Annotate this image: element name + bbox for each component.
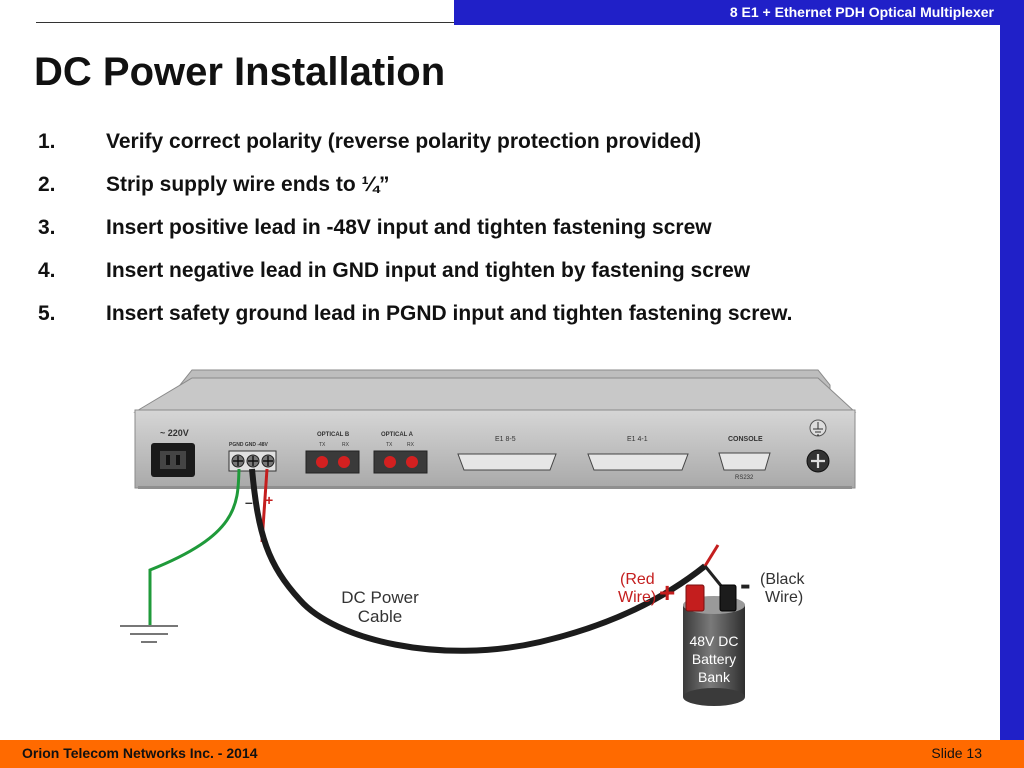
dc-wiring-diagram: ~ 220V PGND GND -48V OPTICAL B TX RX OPT… [120,369,857,706]
optical-a-label: OPTICAL A [381,432,414,438]
slide-title: DC Power Installation [34,50,446,94]
power-input-label: ~ 220V [160,428,189,438]
black-wire-label-line2: Wire) [765,589,803,606]
battery-minus-mark: - [740,566,751,602]
cable-label-line2: Cable [358,607,402,626]
step-number: 5. [38,302,56,325]
red-wire-label-line1: (Red [620,571,655,588]
console-connector [718,452,771,471]
earth-ground-icon [120,625,178,643]
ground-screw-icon [806,449,830,473]
optical-a-rx-label: RX [407,442,415,448]
plus-mark: + [265,492,273,508]
e1-8-5-label: E1 8-5 [495,436,516,443]
optical-a-ports [373,450,428,474]
black-wire-end [703,565,724,588]
step-number: 4. [38,259,56,282]
step-text: Insert negative lead in GND input and ti… [106,259,751,282]
step-number: 3. [38,216,56,239]
console-label: CONSOLE [728,436,763,443]
header-rule [36,22,454,23]
dc-power-cable [249,468,707,654]
red-wire-end [703,544,720,567]
battery-plus-mark: + [659,577,675,608]
battery-label-line3: Bank [698,669,731,685]
battery-label-line1: 48V DC [689,633,738,649]
footer-bar: Orion Telecom Networks Inc. - 2014 Slide… [0,740,1024,768]
optical-a-tx-label: TX [386,442,393,448]
ground-symbol-icon [809,419,827,437]
red-wire-label-line2: Wire) [618,589,656,606]
battery-bank [683,584,745,706]
optical-b-rx-label: RX [342,442,350,448]
battery-label-line2: Battery [692,651,736,667]
e1-4-1-label: E1 4-1 [627,436,648,443]
power-socket-icon [151,443,195,477]
device-chassis [133,369,857,489]
optical-b-tx-label: TX [319,442,326,448]
e1-8-5-connector [457,453,557,471]
terminal-label: PGND GND -48V [229,442,269,448]
minus-mark: – [245,494,253,510]
terminal-block [228,450,277,472]
optical-b-ports [305,450,360,474]
step-text: Insert safety ground lead in PGND input … [106,302,793,325]
ground-wire [148,468,241,625]
rs232-label: RS232 [735,475,754,481]
e1-4-1-connector [587,453,689,471]
step-number: 2. [38,173,56,196]
right-accent-bar [1000,0,1024,740]
header-title: 8 E1 + Ethernet PDH Optical Multiplexer [729,4,994,20]
optical-b-label: OPTICAL B [317,432,350,438]
step-text: Insert positive lead in -48V input and t… [106,216,712,239]
step-number: 1. [38,130,56,153]
cable-label-line1: DC Power [341,588,419,607]
slide-number: Slide 13 [931,745,982,761]
header-band: 8 E1 + Ethernet PDH Optical Multiplexer [454,0,1000,25]
step-text: Strip supply wire ends to ¼” [106,173,390,196]
black-wire-label-line1: (Black [760,571,805,588]
footer-company: Orion Telecom Networks Inc. - 2014 [22,745,258,761]
step-text: Verify correct polarity (reverse polarit… [106,130,702,153]
